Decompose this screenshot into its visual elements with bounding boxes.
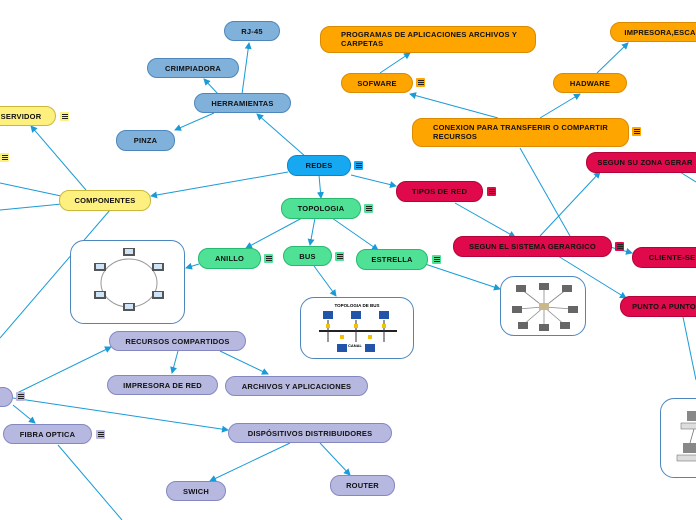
notes-icon[interactable] <box>432 255 441 264</box>
notes-icon[interactable] <box>335 252 344 261</box>
notes-icon[interactable] <box>264 254 273 263</box>
notes-icon[interactable] <box>615 242 624 251</box>
bus-image-canal-label: CANAL <box>348 343 362 348</box>
node-pinza[interactable]: PINZA <box>116 130 175 151</box>
node-impresora-escaner[interactable]: IMPRESORA,ESCA <box>610 22 696 42</box>
notes-icon[interactable] <box>60 112 69 121</box>
node-fibra-optica[interactable]: FIBRA OPTICA <box>3 424 92 444</box>
node-tipos-de-red[interactable]: TIPOS DE RED <box>396 181 483 202</box>
notes-icon[interactable] <box>16 392 25 401</box>
node-segun-zona[interactable]: SEGUN SU ZONA GERAR <box>586 152 696 173</box>
notes-icon[interactable] <box>364 204 373 213</box>
node-estrella[interactable]: ESTRELLA <box>356 249 428 270</box>
node-bus[interactable]: BUS <box>283 246 332 266</box>
ring-topology-drawing <box>94 248 164 311</box>
notes-icon[interactable] <box>487 187 496 196</box>
point-to-point-drawing <box>676 411 696 462</box>
node-crimpiadora[interactable]: CRIMPIADORA <box>147 58 239 78</box>
notes-icon[interactable] <box>416 78 425 87</box>
node-servidor[interactable]: SERVIDOR <box>0 106 56 126</box>
star-topology-image <box>500 276 586 336</box>
notes-icon[interactable] <box>632 127 641 136</box>
node-segun-sistema-gerargico[interactable]: SEGUN EL SISTEMA GERARGICO <box>453 236 612 257</box>
bus-topology-image: TOPOLOGIA DE BUS CANAL <box>300 297 414 359</box>
node-herramientas[interactable]: HERRAMIENTAS <box>194 93 291 113</box>
node-recursos-compartidos[interactable]: RECURSOS COMPARTIDOS <box>109 331 246 351</box>
node-archivos-aplicaciones[interactable]: ARCHIVOS Y APLICACIONES <box>225 376 368 396</box>
node-cliente-servidor[interactable]: CLIENTE-SE <box>632 247 696 268</box>
node-impresora-de-red[interactable]: IMPRESORA DE RED <box>107 375 218 395</box>
node-rj45[interactable]: RJ-45 <box>224 21 280 41</box>
node-programas-aplicaciones[interactable]: PROGRAMAS DE APLICACIONES ARCHIVOS Y CAR… <box>320 26 536 53</box>
node-swich[interactable]: SWICH <box>166 481 226 501</box>
notes-icon[interactable] <box>96 430 105 439</box>
node-router[interactable]: ROUTER <box>330 475 395 496</box>
bus-image-title: TOPOLOGIA DE BUS <box>334 303 380 308</box>
node-dispositivos-distribuidores[interactable]: DISPÓSITIVOS DISTRIBUIDORES <box>228 423 392 443</box>
notes-icon[interactable] <box>354 161 363 170</box>
notes-icon[interactable] <box>0 153 9 162</box>
point-to-point-image <box>660 398 696 478</box>
node-conexion-transferir[interactable]: CONEXION PARA TRANSFERIR O COMPARTIR REC… <box>412 118 629 147</box>
node-topologia[interactable]: TOPOLOGIA <box>281 198 361 219</box>
bus-topology-drawing <box>319 311 397 352</box>
node-punto-a-punto[interactable]: PUNTO A PUNTO <box>620 296 696 317</box>
ring-topology-image <box>70 240 185 324</box>
node-anillo[interactable]: ANILLO <box>198 248 261 269</box>
star-topology-drawing <box>512 283 578 331</box>
node-hadware[interactable]: HADWARE <box>553 73 627 93</box>
node-componentes[interactable]: COMPONENTES <box>59 190 151 211</box>
node-redes[interactable]: REDES <box>287 155 351 176</box>
node-sofware[interactable]: SOFWARE <box>341 73 413 93</box>
